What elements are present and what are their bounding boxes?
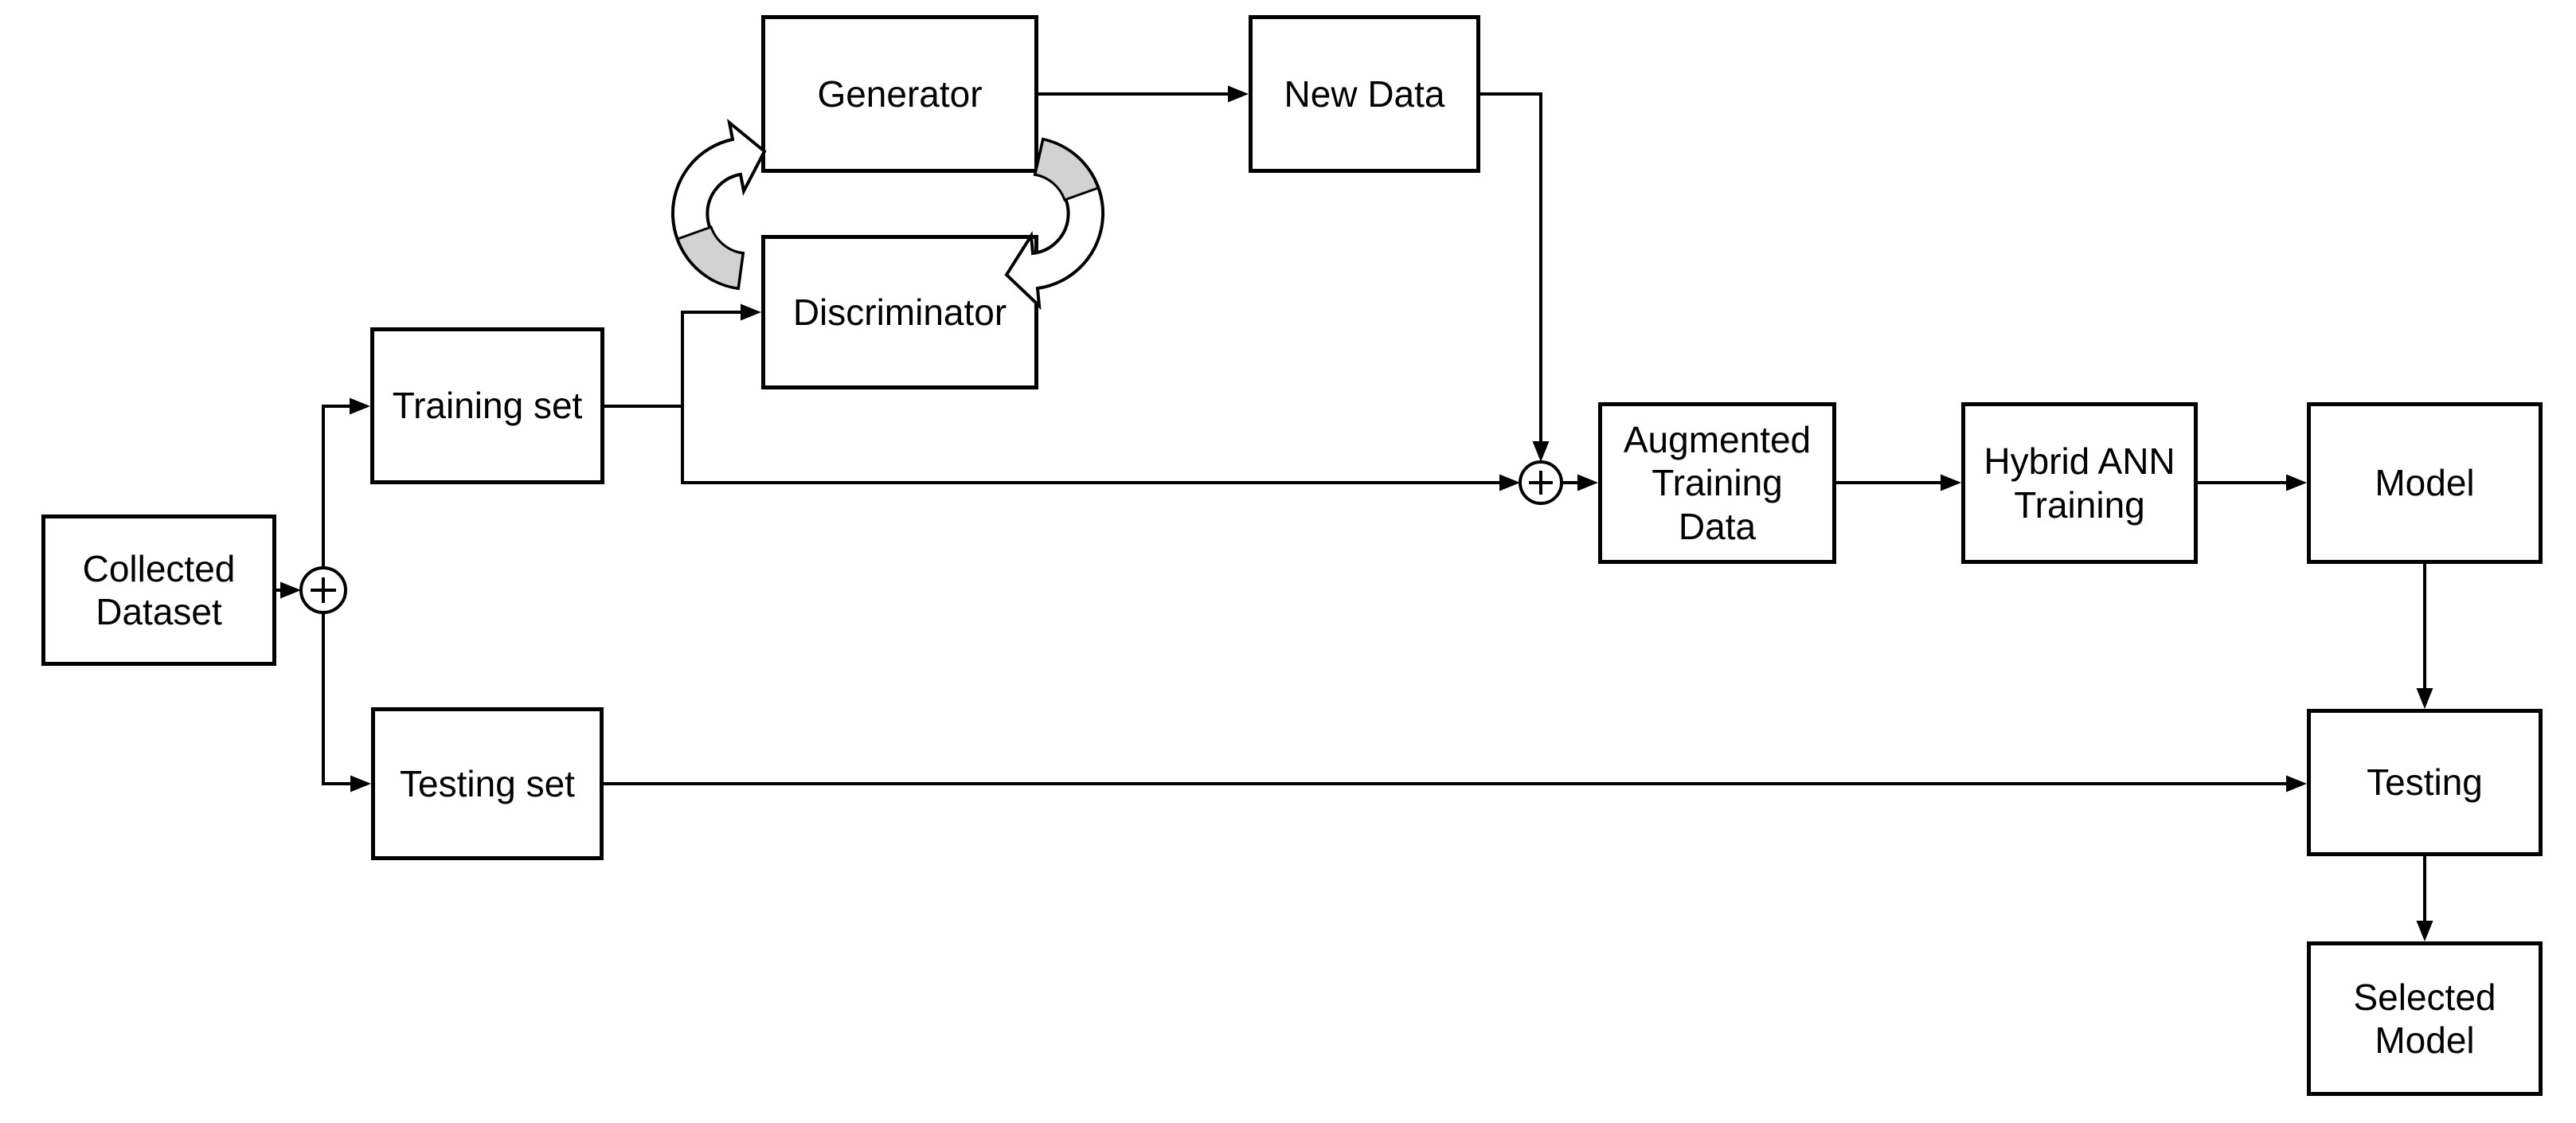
edge-arrowhead-sum1-to-testing-set — [350, 775, 371, 792]
node-testing-set: Testing set — [371, 707, 604, 860]
gan-cycle-left-up-arrow — [670, 118, 767, 291]
node-label-selected-model: Selected Model — [2353, 976, 2496, 1061]
edge-arrowhead-generator-to-new-data — [1228, 85, 1249, 103]
edge-arrowhead-collected-dataset-to-sum1 — [280, 581, 301, 599]
node-label-generator: Generator — [817, 72, 983, 115]
sum-junction-1 — [299, 566, 347, 614]
node-hybrid-ann-training: Hybrid ANN Training — [1961, 402, 2198, 564]
edge-sum1-to-testing-set — [322, 612, 354, 785]
node-augmented-training-data: Augmented Training Data — [1598, 402, 1836, 564]
edge-new-data-to-sum2 — [1480, 92, 1542, 444]
edge-arrowhead-junction-to-discriminator — [741, 303, 761, 321]
edge-arrowhead-junction-to-sum2 — [1499, 474, 1520, 491]
node-label-augmented-training-data: Augmented Training Data — [1623, 419, 1812, 547]
node-label-training-set: Training set — [392, 385, 583, 427]
node-label-testing-set: Testing set — [400, 762, 575, 804]
edge-junction-to-sum2 — [681, 406, 1503, 484]
node-label-hybrid-ann-training: Hybrid ANN Training — [1984, 440, 2175, 526]
node-collected-dataset: Collected Dataset — [41, 515, 276, 666]
edge-arrowhead-augmented-to-hybrid — [1941, 474, 1961, 491]
node-label-testing: Testing — [2367, 761, 2483, 804]
node-label-new-data: New Data — [1284, 72, 1445, 115]
edge-arrowhead-hybrid-to-model — [2286, 474, 2307, 491]
node-model: Model — [2307, 402, 2543, 564]
edge-arrowhead-testing-set-to-testing — [2286, 775, 2307, 792]
node-label-model: Model — [2375, 462, 2475, 504]
node-training-set: Training set — [370, 327, 604, 484]
node-discriminator: Discriminator — [761, 235, 1038, 389]
sum-junction-2 — [1519, 460, 1563, 505]
edge-arrowhead-sum1-to-training-set — [350, 397, 370, 415]
gan-cycle-right-down-arrow-shade — [1034, 138, 1100, 202]
node-selected-model: Selected Model — [2307, 941, 2543, 1096]
edge-arrowhead-sum2-to-augmented — [1577, 474, 1598, 491]
gan-cycle-left-up-arrow-shade — [676, 225, 745, 290]
node-testing: Testing — [2307, 709, 2543, 856]
node-label-collected-dataset: Collected Dataset — [82, 547, 236, 632]
edge-sum1-to-training-set — [322, 405, 353, 568]
node-generator: Generator — [761, 15, 1038, 173]
edge-junction-to-discriminator — [681, 311, 744, 406]
edge-arrowhead-new-data-to-sum2 — [1532, 441, 1550, 462]
node-new-data: New Data — [1249, 15, 1480, 173]
edge-arrowhead-model-to-testing — [2416, 688, 2433, 709]
node-label-discriminator: Discriminator — [792, 291, 1007, 333]
edge-arrowhead-testing-to-selected-model — [2416, 921, 2433, 941]
